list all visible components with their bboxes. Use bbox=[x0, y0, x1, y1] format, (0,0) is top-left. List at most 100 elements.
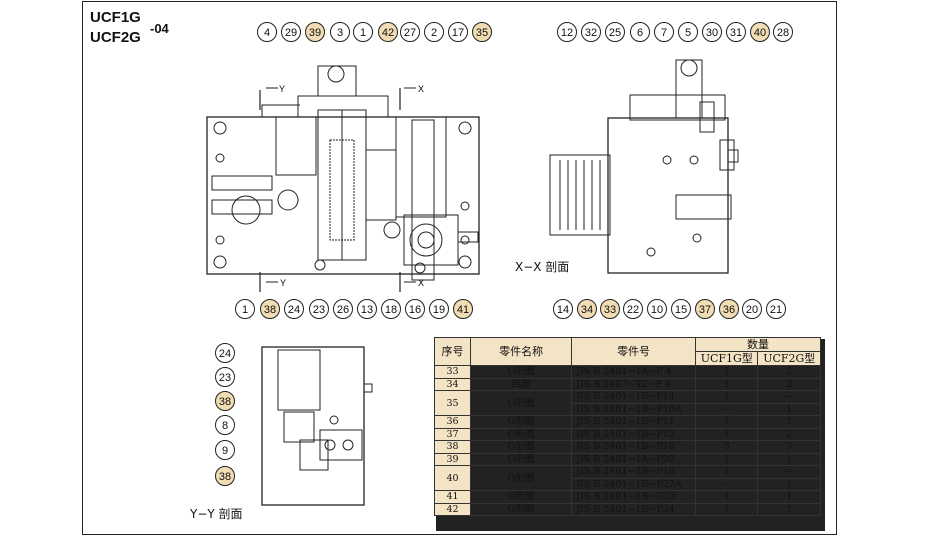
cell-qty-ucf2g: 2 bbox=[757, 377, 821, 391]
table-row: JIS B 2401−1B−P10A—1 bbox=[435, 402, 821, 416]
cell-no: 33 bbox=[433, 365, 472, 379]
cell-name: O形圈 bbox=[470, 427, 573, 441]
front-view bbox=[206, 65, 480, 292]
callout-circle bbox=[742, 299, 762, 319]
cell-qty-ucf2g: 2 bbox=[757, 427, 821, 441]
callout-circle bbox=[235, 299, 255, 319]
cell-name: O形圈 bbox=[470, 490, 573, 504]
callout-label: 2 bbox=[431, 27, 437, 39]
callout-label: 17 bbox=[452, 27, 464, 39]
cell-part: JIS B 2401−1A−P20 bbox=[571, 452, 697, 466]
callout-circle bbox=[600, 299, 620, 319]
callout-label: 24 bbox=[219, 348, 231, 360]
section-mark-x-top: X bbox=[418, 84, 424, 94]
section-label-yy: Y−Y 剖面 bbox=[190, 507, 243, 521]
callout-circle bbox=[215, 343, 235, 363]
cell-no: 35 bbox=[433, 390, 472, 416]
callout-label: 38 bbox=[219, 471, 231, 483]
callout-label: 1 bbox=[360, 27, 366, 39]
callout-circle bbox=[654, 22, 674, 42]
cell-qty-ucf2g: 2 bbox=[757, 365, 821, 379]
cell-name: O形圈 bbox=[470, 465, 573, 491]
cell-qty-ucf1g: 3 bbox=[695, 440, 759, 454]
callout-label: 25 bbox=[609, 27, 621, 39]
callout-circle bbox=[424, 22, 444, 42]
header-qty: 数量 bbox=[695, 337, 821, 352]
cell-part: JIS B 2401−1B−P14 bbox=[571, 390, 697, 404]
cell-no: 38 bbox=[433, 440, 472, 454]
section-label-xx: X−X 剖面 bbox=[515, 260, 570, 274]
callout-circle bbox=[577, 299, 597, 319]
callout-label: 34 bbox=[581, 304, 593, 316]
callout-circle bbox=[671, 299, 691, 319]
callout-circle bbox=[400, 22, 420, 42]
callout-circle bbox=[333, 299, 353, 319]
callout-label: 9 bbox=[222, 445, 228, 457]
cell-no: 39 bbox=[433, 452, 472, 466]
callout-label: 42 bbox=[382, 27, 394, 39]
cell-part: JIS B 2401−1B−P10A bbox=[571, 402, 697, 416]
callout-circle bbox=[378, 22, 398, 42]
header-name: 零件名称 bbox=[470, 337, 573, 366]
callout-label: 23 bbox=[313, 304, 325, 316]
title-line-1: UCF1G bbox=[90, 9, 141, 26]
section-mark-y-top: Y bbox=[279, 84, 285, 94]
callout-circle bbox=[750, 22, 770, 42]
callout-label: 40 bbox=[754, 27, 766, 39]
callout-label: 24 bbox=[288, 304, 300, 316]
callout-circle bbox=[357, 299, 377, 319]
section-mark-x-bottom: X bbox=[418, 278, 424, 288]
cell-qty-ucf1g: 1 bbox=[695, 427, 759, 441]
callout-circle bbox=[215, 391, 235, 411]
cell-name: 挡圈 bbox=[470, 377, 573, 391]
callout-label: 13 bbox=[361, 304, 373, 316]
cell-part: JIS B 2401−1B−P18 bbox=[571, 440, 697, 454]
callout-circle bbox=[215, 415, 235, 435]
callout-circle bbox=[581, 22, 601, 42]
cell-qty-ucf1g: 1 bbox=[695, 377, 759, 391]
header-ucf2g: UCF2G型 bbox=[757, 351, 821, 366]
cell-name: O形圈 bbox=[470, 440, 573, 454]
callout-circle bbox=[257, 22, 277, 42]
cell-part: JIS B 2407−T2−P 4 bbox=[571, 377, 697, 391]
callout-circle bbox=[429, 299, 449, 319]
callout-circle bbox=[766, 299, 786, 319]
callout-circle bbox=[773, 22, 793, 42]
cell-name: O形圈 bbox=[470, 415, 573, 429]
cell-part: JIS B 2401−1B−P12 bbox=[571, 427, 697, 441]
cell-part: JIS B 2401−1B−P11 bbox=[571, 415, 697, 429]
cell-qty-ucf2g: 1 bbox=[757, 415, 821, 429]
callout-circle bbox=[719, 299, 739, 319]
callout-label: 23 bbox=[219, 372, 231, 384]
callout-label: 12 bbox=[561, 27, 573, 39]
callout-label: 26 bbox=[337, 304, 349, 316]
callout-circle bbox=[557, 22, 577, 42]
section-mark-y-bottom: Y bbox=[280, 278, 286, 288]
cell-no: 36 bbox=[433, 415, 472, 429]
cell-qty-ucf1g: 1 bbox=[695, 502, 759, 516]
callout-circle bbox=[678, 22, 698, 42]
callout-circle bbox=[381, 299, 401, 319]
callout-label: 19 bbox=[433, 304, 445, 316]
cell-qty-ucf1g: — bbox=[695, 402, 759, 416]
callout-label: 39 bbox=[309, 27, 321, 39]
title-line-2: UCF2G bbox=[90, 29, 141, 46]
side-view bbox=[549, 59, 739, 274]
callout-label: 6 bbox=[637, 27, 643, 39]
callout-circle bbox=[623, 299, 643, 319]
callout-circle bbox=[215, 440, 235, 460]
cell-qty-ucf1g: — bbox=[695, 477, 759, 491]
callout-label: 30 bbox=[706, 27, 718, 39]
cell-name: O形圈 bbox=[470, 502, 573, 516]
